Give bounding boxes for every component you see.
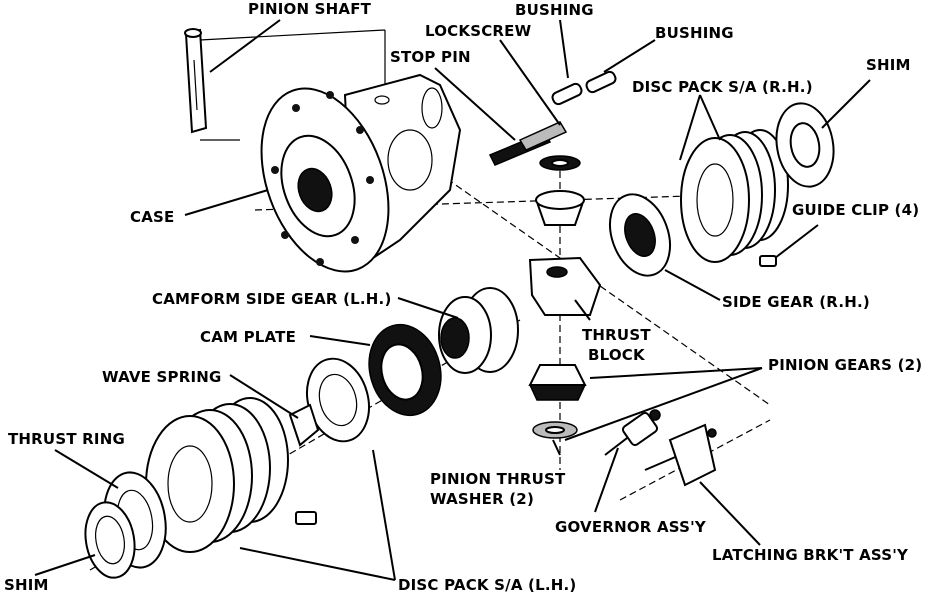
label-disc-pack-rh: DISC PACK S/A (R.H.) [632,78,813,96]
leader-lines [34,19,871,581]
upper-pinion-parts [535,155,585,226]
label-pinion-thrust-washer-2: WASHER (2) [430,490,534,508]
disc-pack-rh-part [680,129,789,263]
wave-spring-part [288,357,370,447]
label-camform-side-gear: CAMFORM SIDE GEAR (L.H.) [152,290,392,308]
pinion-shaft-part [184,28,208,134]
label-guide-clip: GUIDE CLIP (4) [792,201,919,219]
camform-side-gear-part [438,287,519,374]
shim-lh-part [84,501,136,579]
label-latching-bracket: LATCHING BRK'T ASS'Y [712,546,909,564]
label-governor: GOVERNOR ASS'Y [555,518,707,536]
label-case: CASE [130,208,174,226]
label-cam-plate: CAM PLATE [200,328,296,346]
disc-pack-lh-part [145,397,317,553]
label-disc-pack-lh: DISC PACK S/A (L.H.) [398,576,576,594]
label-bushing-right: BUSHING [655,24,734,42]
cam-plate-part [368,323,442,417]
lockscrew-part [518,121,568,151]
governor-part [604,409,661,456]
guide-clip-part [759,255,777,267]
label-shim-bottom: SHIM [4,576,49,594]
label-bushing-top: BUSHING [515,1,594,19]
label-pinion-shaft: PINION SHAFT [248,0,372,18]
thrust-block-part [528,256,602,316]
labels: PINION SHAFT BUSHING LOCKSCREW BUSHING S… [4,0,922,594]
side-gear-rh-part [609,193,671,277]
shim-rh-part [775,102,835,188]
label-lockscrew: LOCKSCREW [425,22,532,40]
label-wave-spring: WAVE SPRING [102,368,222,386]
latching-bracket-part [644,423,717,487]
label-shim-top: SHIM [866,56,911,74]
bushing-parts [551,70,617,106]
label-stop-pin: STOP PIN [390,48,471,66]
label-pinion-thrust-washer-1: PINION THRUST [430,470,566,488]
label-thrust-block-1: THRUST [582,326,651,344]
label-thrust-block-2: BLOCK [588,346,646,364]
case-part [260,73,462,273]
label-thrust-ring: THRUST RING [8,430,125,448]
lower-pinion-parts [528,364,587,439]
label-pinion-gears: PINION GEARS (2) [768,356,922,374]
label-side-gear-rh: SIDE GEAR (R.H.) [722,293,870,311]
